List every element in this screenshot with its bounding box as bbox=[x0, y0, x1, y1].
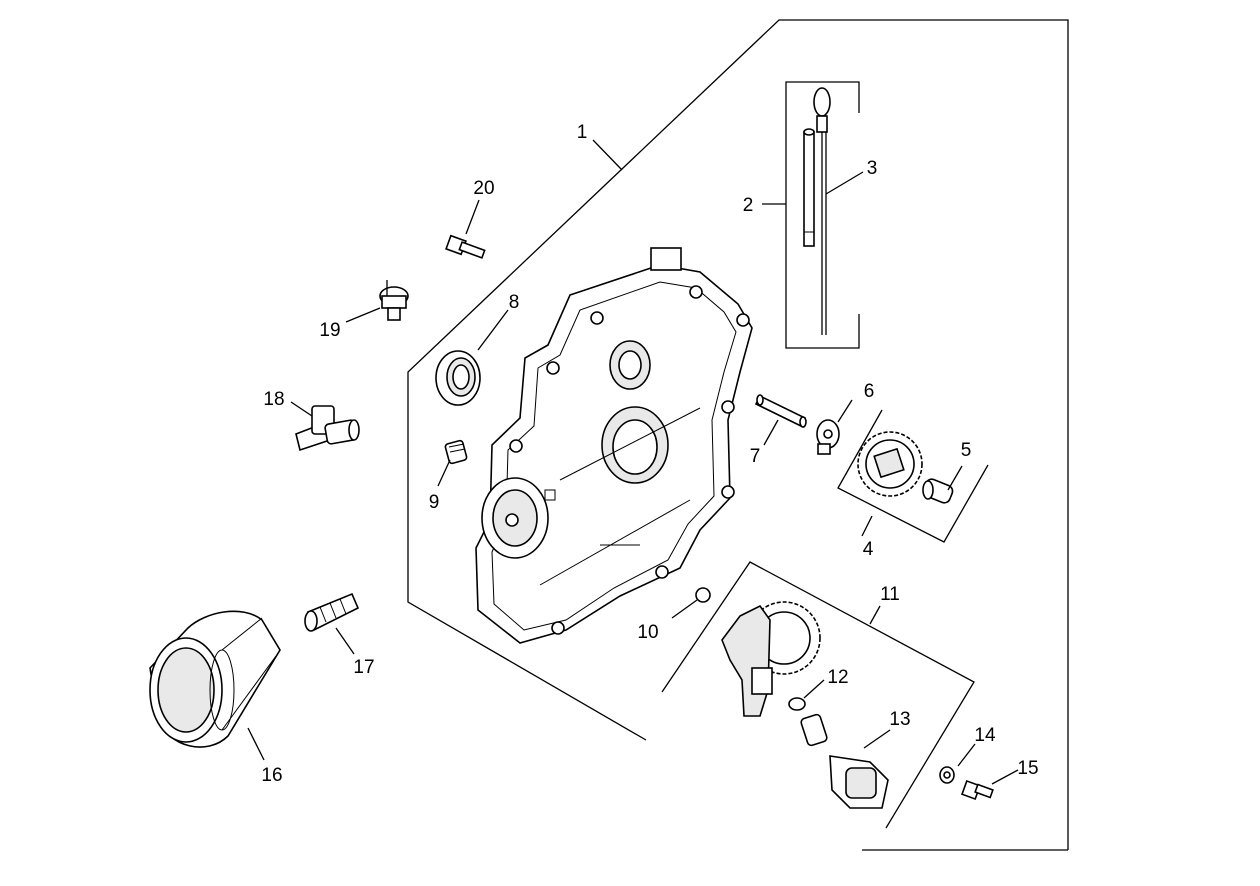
callout-2: 2 bbox=[743, 195, 754, 216]
callout-13: 13 bbox=[889, 709, 910, 730]
crankcase-cover-part bbox=[475, 247, 753, 644]
leader-lines bbox=[247, 139, 1019, 785]
callout-3: 3 bbox=[867, 158, 878, 179]
oil-seal-part bbox=[435, 350, 481, 406]
callout-1: 1 bbox=[577, 122, 588, 143]
gear-part bbox=[857, 431, 923, 497]
dipstick-frame bbox=[785, 81, 860, 349]
bolt-part-15 bbox=[961, 780, 994, 800]
governor-gear-part bbox=[721, 601, 821, 717]
sensor-frame bbox=[661, 561, 975, 829]
threaded-stud-part bbox=[304, 592, 360, 632]
o-ring-part bbox=[788, 697, 806, 711]
callout-20: 20 bbox=[473, 178, 494, 199]
callout-6: 6 bbox=[864, 381, 875, 402]
callout-12: 12 bbox=[827, 667, 848, 688]
callout-labels: 1 2 3 4 5 6 7 8 9 10 11 12 13 14 15 16 1… bbox=[261, 122, 1038, 786]
plug-part bbox=[444, 439, 468, 465]
washer-part bbox=[939, 766, 955, 784]
callout-5: 5 bbox=[961, 440, 972, 461]
callout-4: 4 bbox=[863, 539, 874, 560]
callout-7: 7 bbox=[750, 446, 761, 467]
assembly-frame-1 bbox=[407, 19, 1069, 851]
pin-part bbox=[922, 478, 954, 504]
gear-frame bbox=[837, 409, 989, 543]
oil-sensor-part bbox=[800, 713, 889, 809]
dipstick-tube-part bbox=[803, 128, 815, 247]
callout-14: 14 bbox=[974, 725, 996, 746]
shaft-part bbox=[754, 394, 807, 428]
callout-16: 16 bbox=[261, 765, 282, 786]
dipstick-part bbox=[813, 87, 831, 335]
callout-19: 19 bbox=[319, 320, 340, 341]
callout-10: 10 bbox=[637, 622, 658, 643]
bolt-part-20 bbox=[445, 234, 486, 259]
callout-17: 17 bbox=[353, 657, 374, 678]
callout-9: 9 bbox=[429, 492, 440, 513]
callout-15: 15 bbox=[1017, 758, 1038, 779]
callout-8: 8 bbox=[509, 292, 520, 313]
callout-11: 11 bbox=[880, 584, 900, 605]
oil-filter-part bbox=[149, 610, 281, 748]
pressure-switch-part bbox=[379, 280, 409, 321]
callout-18: 18 bbox=[263, 389, 284, 410]
ball-part bbox=[695, 587, 711, 603]
washer-tab-part bbox=[816, 419, 840, 455]
elbow-fitting-part bbox=[295, 405, 360, 452]
